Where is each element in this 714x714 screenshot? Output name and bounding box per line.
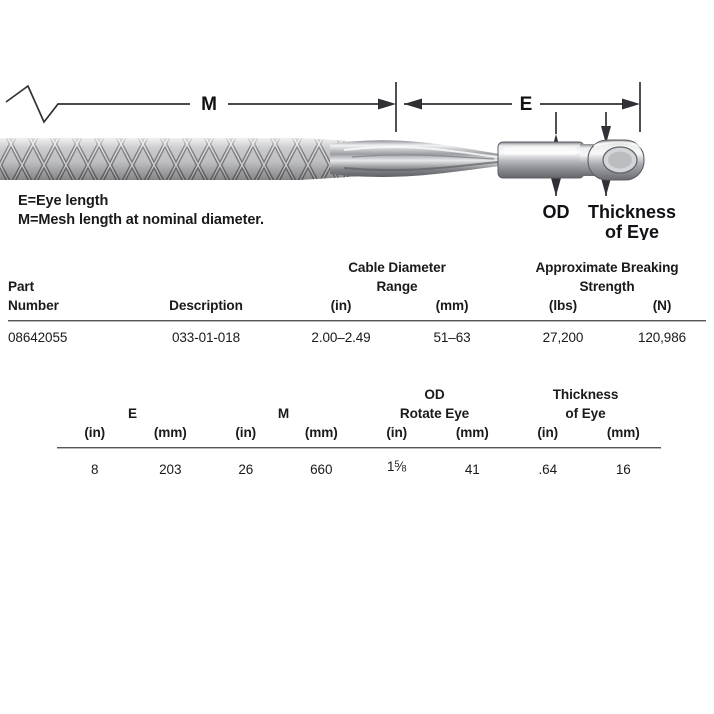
th-blank-m-1 [208, 385, 359, 404]
dimension-label-m: M [201, 94, 217, 115]
th-m-mm: (mm) [304, 425, 338, 440]
cell-cable-diameter-in: 2.00–2.49 [311, 330, 371, 345]
cell-strength-n: 120,986 [637, 330, 687, 345]
product-illustration: M E [0, 60, 714, 240]
th-thickness-line1: Thickness [552, 387, 619, 402]
cell-thickness-in: .64 [538, 461, 558, 477]
th-cable-diameter-mm: (mm) [435, 298, 469, 313]
dimension-label-e: E [520, 94, 533, 115]
th-blank-part-1 [8, 258, 126, 277]
cell-strength-lbs: 27,200 [542, 330, 584, 345]
label-thickness-of-eye-line2: of Eye [605, 222, 659, 240]
specification-table-dimensions: OD Thickness E M Rotate Eye of Eye (in) … [57, 385, 661, 479]
cell-od-in-numerator: 5 [394, 459, 400, 469]
th-e: E [128, 406, 137, 421]
th-cable-diameter-line1: Cable Diameter [348, 260, 446, 275]
table2-header-rule [57, 447, 661, 449]
th-m: M [277, 406, 290, 421]
table1-group-header-row-1: Cable Diameter Approximate Breaking [8, 258, 706, 277]
th-od-in: (in) [386, 425, 408, 440]
cell-m-mm: 660 [310, 461, 333, 477]
mesh-sleeve-graphic [0, 138, 500, 180]
th-thickness-line2: of Eye [565, 406, 606, 421]
cell-cable-diameter-mm: 51–63 [433, 330, 471, 345]
cell-e-in: 8 [91, 461, 99, 477]
table2-group-header-row-1: OD Thickness [57, 385, 661, 404]
eye-assembly-graphic [497, 139, 645, 181]
th-cable-diameter-in: (in) [330, 298, 352, 313]
cell-od-in: 15⁄8 [387, 459, 407, 475]
table2-group-header-row-2: E M Rotate Eye of Eye [57, 404, 661, 423]
th-part-number: Number [8, 298, 59, 313]
th-blank-e-1 [57, 385, 208, 404]
th-thickness-mm: (mm) [606, 425, 640, 440]
cell-e-mm: 203 [159, 461, 182, 477]
th-description: Description [169, 298, 243, 313]
table-row: 8 203 26 660 15⁄8 41 .64 16 [57, 449, 661, 479]
specification-table-primary: Cable Diameter Approximate Breaking Part… [8, 258, 706, 347]
table1-group-header-row-2: Part Range Strength [8, 277, 706, 296]
cell-thickness-mm: 16 [615, 461, 631, 477]
cell-od-in-whole: 1 [387, 459, 395, 475]
th-od-mm: (mm) [455, 425, 489, 440]
label-od: OD [543, 202, 570, 222]
table2-unit-header-row: (in) (mm) (in) (mm) (in) (mm) (in) (mm) [57, 423, 661, 447]
th-od-line2: Rotate Eye [399, 406, 470, 421]
table-row: 08642055 033-01-018 2.00–2.49 51–63 27,2… [8, 322, 706, 347]
th-m-in: (in) [235, 425, 257, 440]
table1-header-rule [8, 320, 706, 322]
th-e-in: (in) [84, 425, 106, 440]
legend-line-mesh-length: M=Mesh length at nominal diameter. [18, 212, 264, 228]
th-od-line1: OD [424, 387, 445, 402]
cell-od-mm: 41 [464, 461, 480, 477]
th-breaking-strength-line2: Strength [579, 279, 635, 294]
table2-header-rule-row [57, 447, 661, 449]
cell-description: 033-01-018 [171, 330, 241, 345]
cell-m-in: 26 [238, 461, 254, 477]
legend-block: E=Eye length M=Mesh length at nominal di… [18, 192, 264, 230]
th-cable-diameter-line2: Range [376, 279, 418, 294]
legend-line-eye-length: E=Eye length [18, 193, 109, 209]
th-part-line1: Part [8, 279, 35, 294]
th-blank-desc-2 [126, 277, 286, 296]
th-breaking-strength-line1: Approximate Breaking [535, 260, 679, 275]
th-e-mm: (mm) [153, 425, 187, 440]
th-blank-desc-1 [126, 258, 286, 277]
th-thickness-in: (in) [537, 425, 559, 440]
th-strength-n: (N) [652, 298, 672, 313]
th-strength-lbs: (lbs) [548, 298, 578, 313]
cell-part-number: 08642055 [8, 330, 68, 345]
table1-header-rule-row [8, 320, 706, 322]
cell-od-in-denominator: 8 [401, 463, 407, 474]
table1-unit-header-row: Number Description (in) (mm) (lbs) (N) [8, 296, 706, 320]
label-thickness-of-eye-line1: Thickness [588, 202, 676, 222]
